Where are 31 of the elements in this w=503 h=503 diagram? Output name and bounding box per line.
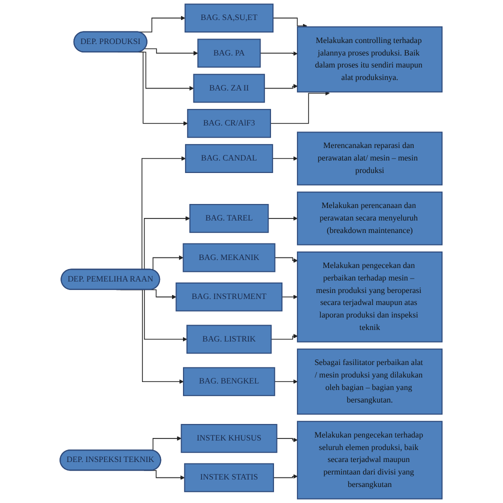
node-box: BAG. SA,SU,ET [185, 4, 274, 33]
arrow [274, 474, 298, 479]
node-box: BAG. INSTRUMENT [176, 282, 283, 312]
arrow [264, 84, 298, 89]
node-box: BAG. CR/AlF3 [188, 108, 272, 138]
arrow [270, 90, 330, 124]
arrow [273, 18, 308, 28]
node-box: Melakukan controlling terhadap jalannya proses produksi. Baik dalam proses itu sendiri maupun alat produksinya. [297, 26, 443, 92]
node-box: BAG. PA [198, 38, 262, 68]
node-box: BAG. TAREL [190, 204, 270, 233]
node-box: BAG. BENGKEL [183, 367, 276, 396]
arrow [271, 334, 298, 340]
node-box: Merencanakan reparasi dan perawatan alat/ mesin – mesin produksi [297, 132, 443, 186]
node-box: INSTEK STATIS [184, 463, 274, 492]
node-box: BAG. LISTRIK [186, 324, 272, 354]
node-box: Sebagai fasilitator perbaikan alat / mesin produksi yang dilakukan oleh bagian – bagian yang bersangkutan. [297, 348, 443, 415]
node-box: INSTEK KHUSUS [181, 424, 278, 453]
node-box: BAG. MEKANIK [183, 243, 276, 272]
arrow [268, 216, 298, 221]
arrow [272, 156, 298, 161]
node-box: Melakukan pengecekan terhadap seluruh elemen produksi, baik secara terjadwal maupun permintaan dari divisi yang bersangkutan [297, 420, 443, 500]
node-box: Melakukan pengecekan dan perbaikan terhadap mesin – mesin produksi yang beroperasi secara terjadwal maupun atas laporan produksi dan inspeksi teknik [297, 252, 443, 342]
node-box: BAG. CANDAL [185, 144, 274, 173]
arrow [282, 294, 298, 300]
arrow [144, 48, 198, 56]
node-box: Melakukan perencanaan dan perawatan secara menyeluruh (breakdown maintenance) [297, 192, 443, 246]
node-box: BAG. ZA II [194, 74, 266, 103]
arrow [276, 438, 298, 442]
arrow [274, 379, 298, 384]
arrow [260, 51, 298, 56]
arrow [274, 257, 298, 263]
